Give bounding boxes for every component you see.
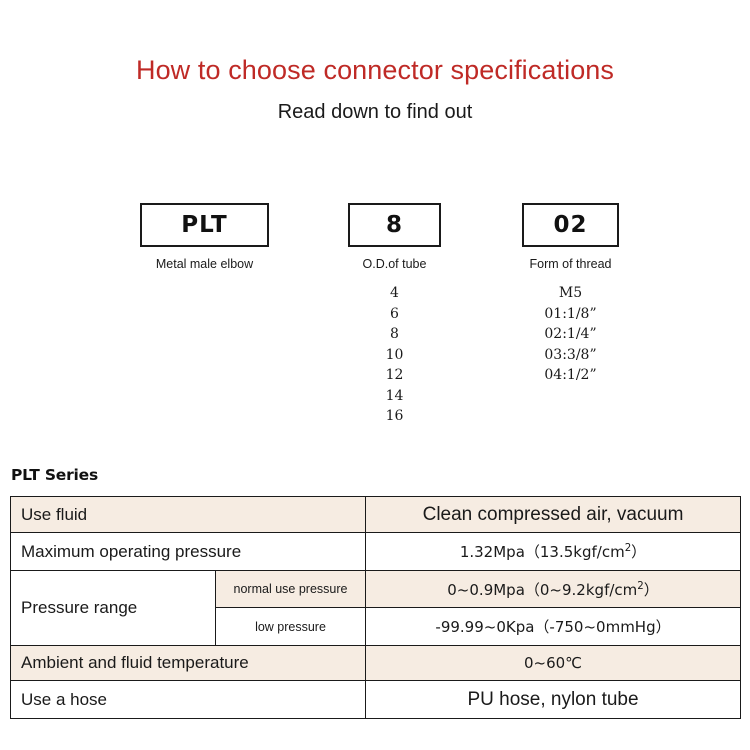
series-caption: Metal male elbow bbox=[155, 257, 254, 271]
page-title: How to choose connector specifications bbox=[135, 55, 615, 85]
tube-code-text: 8 bbox=[385, 212, 403, 238]
use-fluid-value: Clean compressed air, vacuum bbox=[365, 496, 742, 533]
tube-caption: O.D.of tube bbox=[362, 257, 427, 271]
list-item: M5 bbox=[558, 285, 583, 301]
normal-use-value-sup: 2 bbox=[637, 580, 644, 592]
list-item: 02:1/4” bbox=[544, 326, 597, 342]
table-row: Maximum operating pressure 1.32Mpa（13.5k… bbox=[9, 532, 742, 571]
temperature-label: Ambient and fluid temperature bbox=[9, 645, 367, 681]
series-heading: PLT Series bbox=[11, 466, 99, 484]
thread-caption: Form of thread bbox=[529, 257, 612, 271]
tube-code-box: 8 bbox=[348, 203, 441, 247]
max-pressure-value-tail: ） bbox=[631, 543, 647, 561]
pressure-range-label: Pressure range bbox=[10, 570, 216, 646]
table-row: Use fluid Clean compressed air, vacuum bbox=[9, 496, 742, 533]
series-code-text: PLT bbox=[181, 212, 228, 238]
list-item: 12 bbox=[385, 367, 404, 383]
specification-table: Use fluid Clean compressed air, vacuum M… bbox=[9, 496, 742, 719]
normal-use-value-tail: ） bbox=[643, 580, 659, 599]
use-fluid-label: Use fluid bbox=[9, 496, 367, 533]
list-item: 14 bbox=[385, 387, 404, 404]
list-item: 04:1/2” bbox=[544, 367, 597, 383]
table-row: Pressure range normal use pressure 0~0.9… bbox=[10, 570, 742, 646]
series-code-box: PLT bbox=[140, 203, 269, 247]
list-item: 10 bbox=[385, 346, 404, 363]
selector-column-thread: 02 Form of thread M5 01:1/8” 02:1/4” 03:… bbox=[522, 203, 619, 386]
temperature-value: 0~60℃ bbox=[365, 645, 742, 681]
selector-column-series: PLT Metal male elbow bbox=[140, 203, 269, 271]
thread-option-list: M5 01:1/8” 02:1/4” 03:3/8” 04:1/2” bbox=[522, 283, 619, 386]
normal-use-value-main: 0~0.9Mpa（0~9.2kgf/cm bbox=[447, 580, 638, 599]
tube-option-list: 4 6 8 10 12 14 16 bbox=[348, 283, 441, 427]
hose-value: PU hose, nylon tube bbox=[365, 680, 742, 719]
list-item: 16 bbox=[385, 408, 404, 424]
max-pressure-value-main: 1.32Mpa（13.5kgf/cm bbox=[459, 543, 625, 561]
list-item: 4 bbox=[390, 285, 399, 301]
thread-code-box: 02 bbox=[522, 203, 619, 247]
list-item: 01:1/8” bbox=[544, 305, 597, 322]
selector-column-tube: 8 O.D.of tube 4 6 8 10 12 14 16 bbox=[348, 203, 441, 427]
thread-code-text: 02 bbox=[553, 212, 588, 238]
max-pressure-value-sup: 2 bbox=[624, 543, 632, 554]
max-pressure-label: Maximum operating pressure bbox=[9, 532, 367, 571]
table-row: Use a hose PU hose, nylon tube bbox=[9, 680, 742, 719]
low-pressure-value: -99.99~0Kpa（-750~0mmHg） bbox=[365, 607, 742, 646]
table-row: Ambient and fluid temperature 0~60℃ bbox=[9, 645, 742, 681]
list-item: 03:3/8” bbox=[544, 346, 597, 363]
page-subtitle: Read down to find out bbox=[277, 101, 473, 123]
list-item: 8 bbox=[390, 326, 399, 342]
hose-label: Use a hose bbox=[9, 680, 367, 719]
normal-use-pressure-value: 0~0.9Mpa（0~9.2kgf/cm2） bbox=[365, 570, 742, 608]
normal-use-pressure-sublabel: normal use pressure bbox=[214, 570, 367, 608]
low-pressure-sublabel: low pressure bbox=[214, 607, 367, 646]
max-pressure-value: 1.32Mpa（13.5kgf/cm2） bbox=[365, 532, 742, 571]
list-item: 6 bbox=[390, 305, 399, 322]
